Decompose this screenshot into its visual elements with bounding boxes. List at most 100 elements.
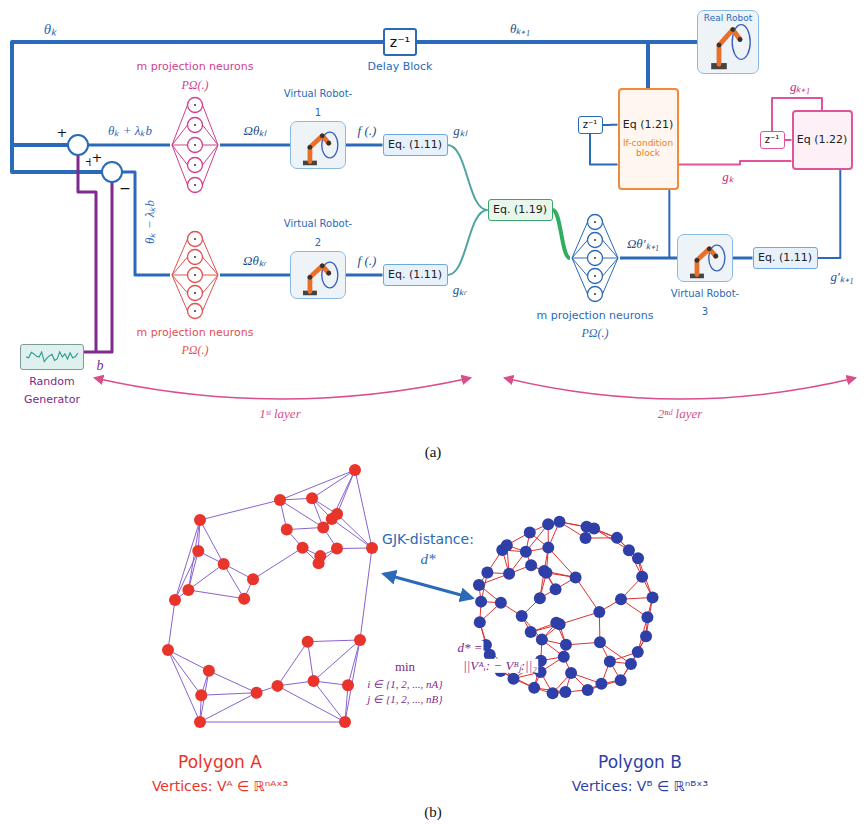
stroke — [278, 686, 345, 722]
vertex — [203, 665, 215, 677]
stroke — [280, 470, 355, 500]
stroke — [203, 275, 219, 293]
formula: min — [394, 660, 416, 674]
vertex — [366, 542, 378, 554]
robot-image: Virtual Robot-3 — [677, 234, 733, 282]
vertex — [516, 610, 528, 622]
vertex — [647, 592, 659, 604]
vertex — [313, 557, 325, 569]
vertex — [553, 516, 565, 528]
vertex — [342, 679, 354, 691]
stroke — [175, 551, 198, 600]
robot-image: Virtual Robot-1 — [290, 121, 346, 169]
stroke — [337, 514, 372, 548]
vertex — [542, 518, 554, 530]
polygon-vertices: Vertices: Vᴮ ∈ ℝⁿᴮˣ³ — [571, 779, 709, 794]
stroke — [576, 577, 600, 611]
stroke — [360, 548, 372, 640]
stroke — [717, 43, 722, 48]
vertex — [182, 584, 194, 596]
heading-group: Delay Block — [355, 56, 445, 74]
stroke — [188, 564, 223, 590]
vertex — [593, 606, 605, 618]
node-label: z⁻¹ — [390, 34, 410, 50]
layer-bracket — [95, 378, 470, 399]
robot-image: Virtual Robot-2 — [290, 251, 346, 299]
layer-bracket — [505, 378, 855, 399]
vertex — [272, 680, 284, 692]
stroke — [697, 249, 716, 275]
vertex — [281, 524, 293, 536]
node-heading: Virtual Robot-3 — [671, 288, 739, 317]
robot-art — [291, 122, 345, 168]
polygon-name: Polygon A — [177, 753, 263, 772]
vertex — [339, 716, 351, 728]
stroke — [348, 640, 360, 685]
stroke — [594, 275, 596, 277]
signal-name: gₖ₊₁ — [789, 80, 811, 94]
stroke — [280, 500, 323, 527]
stroke — [203, 275, 219, 276]
signal-name: Ωθₖᵣ — [242, 254, 268, 268]
signal-name: gₖₗ — [452, 124, 468, 138]
heading-group: Virtual Robot-2 — [283, 213, 353, 250]
vertex — [525, 559, 537, 571]
neur-art — [170, 230, 220, 320]
vertex — [632, 552, 644, 564]
signal-name: θₖ − λₖb — [143, 199, 157, 245]
vertex — [542, 542, 554, 554]
vertex — [623, 544, 635, 556]
sign: + — [56, 126, 69, 140]
vertex — [559, 686, 571, 698]
connector — [448, 145, 488, 210]
stroke — [203, 257, 219, 275]
robot-art — [678, 235, 732, 281]
delay-block: z⁻¹Delay Block — [383, 28, 417, 56]
stroke — [194, 256, 196, 258]
vertex — [550, 583, 562, 595]
stroke — [308, 275, 313, 280]
vertex — [528, 682, 540, 694]
stroke — [194, 144, 196, 146]
robot-image: Real Robot — [697, 10, 759, 74]
stroke — [594, 239, 596, 241]
heading-group: m projection neuronsPΩ(.) — [130, 56, 260, 93]
vertex — [308, 675, 320, 687]
stroke — [203, 145, 219, 185]
vertex — [501, 539, 513, 551]
vertex — [525, 626, 537, 638]
vertex — [474, 616, 486, 628]
vertex — [580, 532, 592, 544]
stroke — [310, 136, 329, 162]
node-label: Eq. (1.11) — [388, 139, 442, 152]
stroke — [188, 98, 203, 113]
node-subheading: PΩ(.) — [582, 326, 609, 340]
stroke — [603, 222, 619, 258]
vertex — [615, 674, 627, 686]
stroke — [194, 238, 196, 240]
stroke — [314, 681, 345, 722]
stroke — [172, 275, 188, 311]
vertex — [588, 522, 600, 534]
stroke — [172, 275, 188, 293]
stroke — [326, 271, 331, 276]
vertex — [297, 542, 309, 554]
noise-wire — [78, 155, 96, 352]
vertex — [302, 636, 314, 648]
stroke — [168, 650, 209, 671]
vertex — [507, 673, 519, 685]
vertex — [274, 494, 286, 506]
stroke — [168, 650, 200, 722]
node-heading: Virtual Robot-1 — [284, 88, 352, 117]
vertex — [570, 571, 582, 583]
stroke — [194, 184, 196, 186]
node-label: Real Robot — [698, 13, 758, 23]
vertex — [615, 593, 627, 605]
stroke — [594, 293, 596, 295]
stroke — [603, 240, 619, 258]
vertex — [641, 611, 653, 623]
stroke — [253, 548, 303, 580]
node-heading: Delay Block — [368, 60, 433, 73]
node-label: Eq. (1.11) — [758, 252, 812, 265]
signal-name: f (.) — [357, 254, 378, 268]
